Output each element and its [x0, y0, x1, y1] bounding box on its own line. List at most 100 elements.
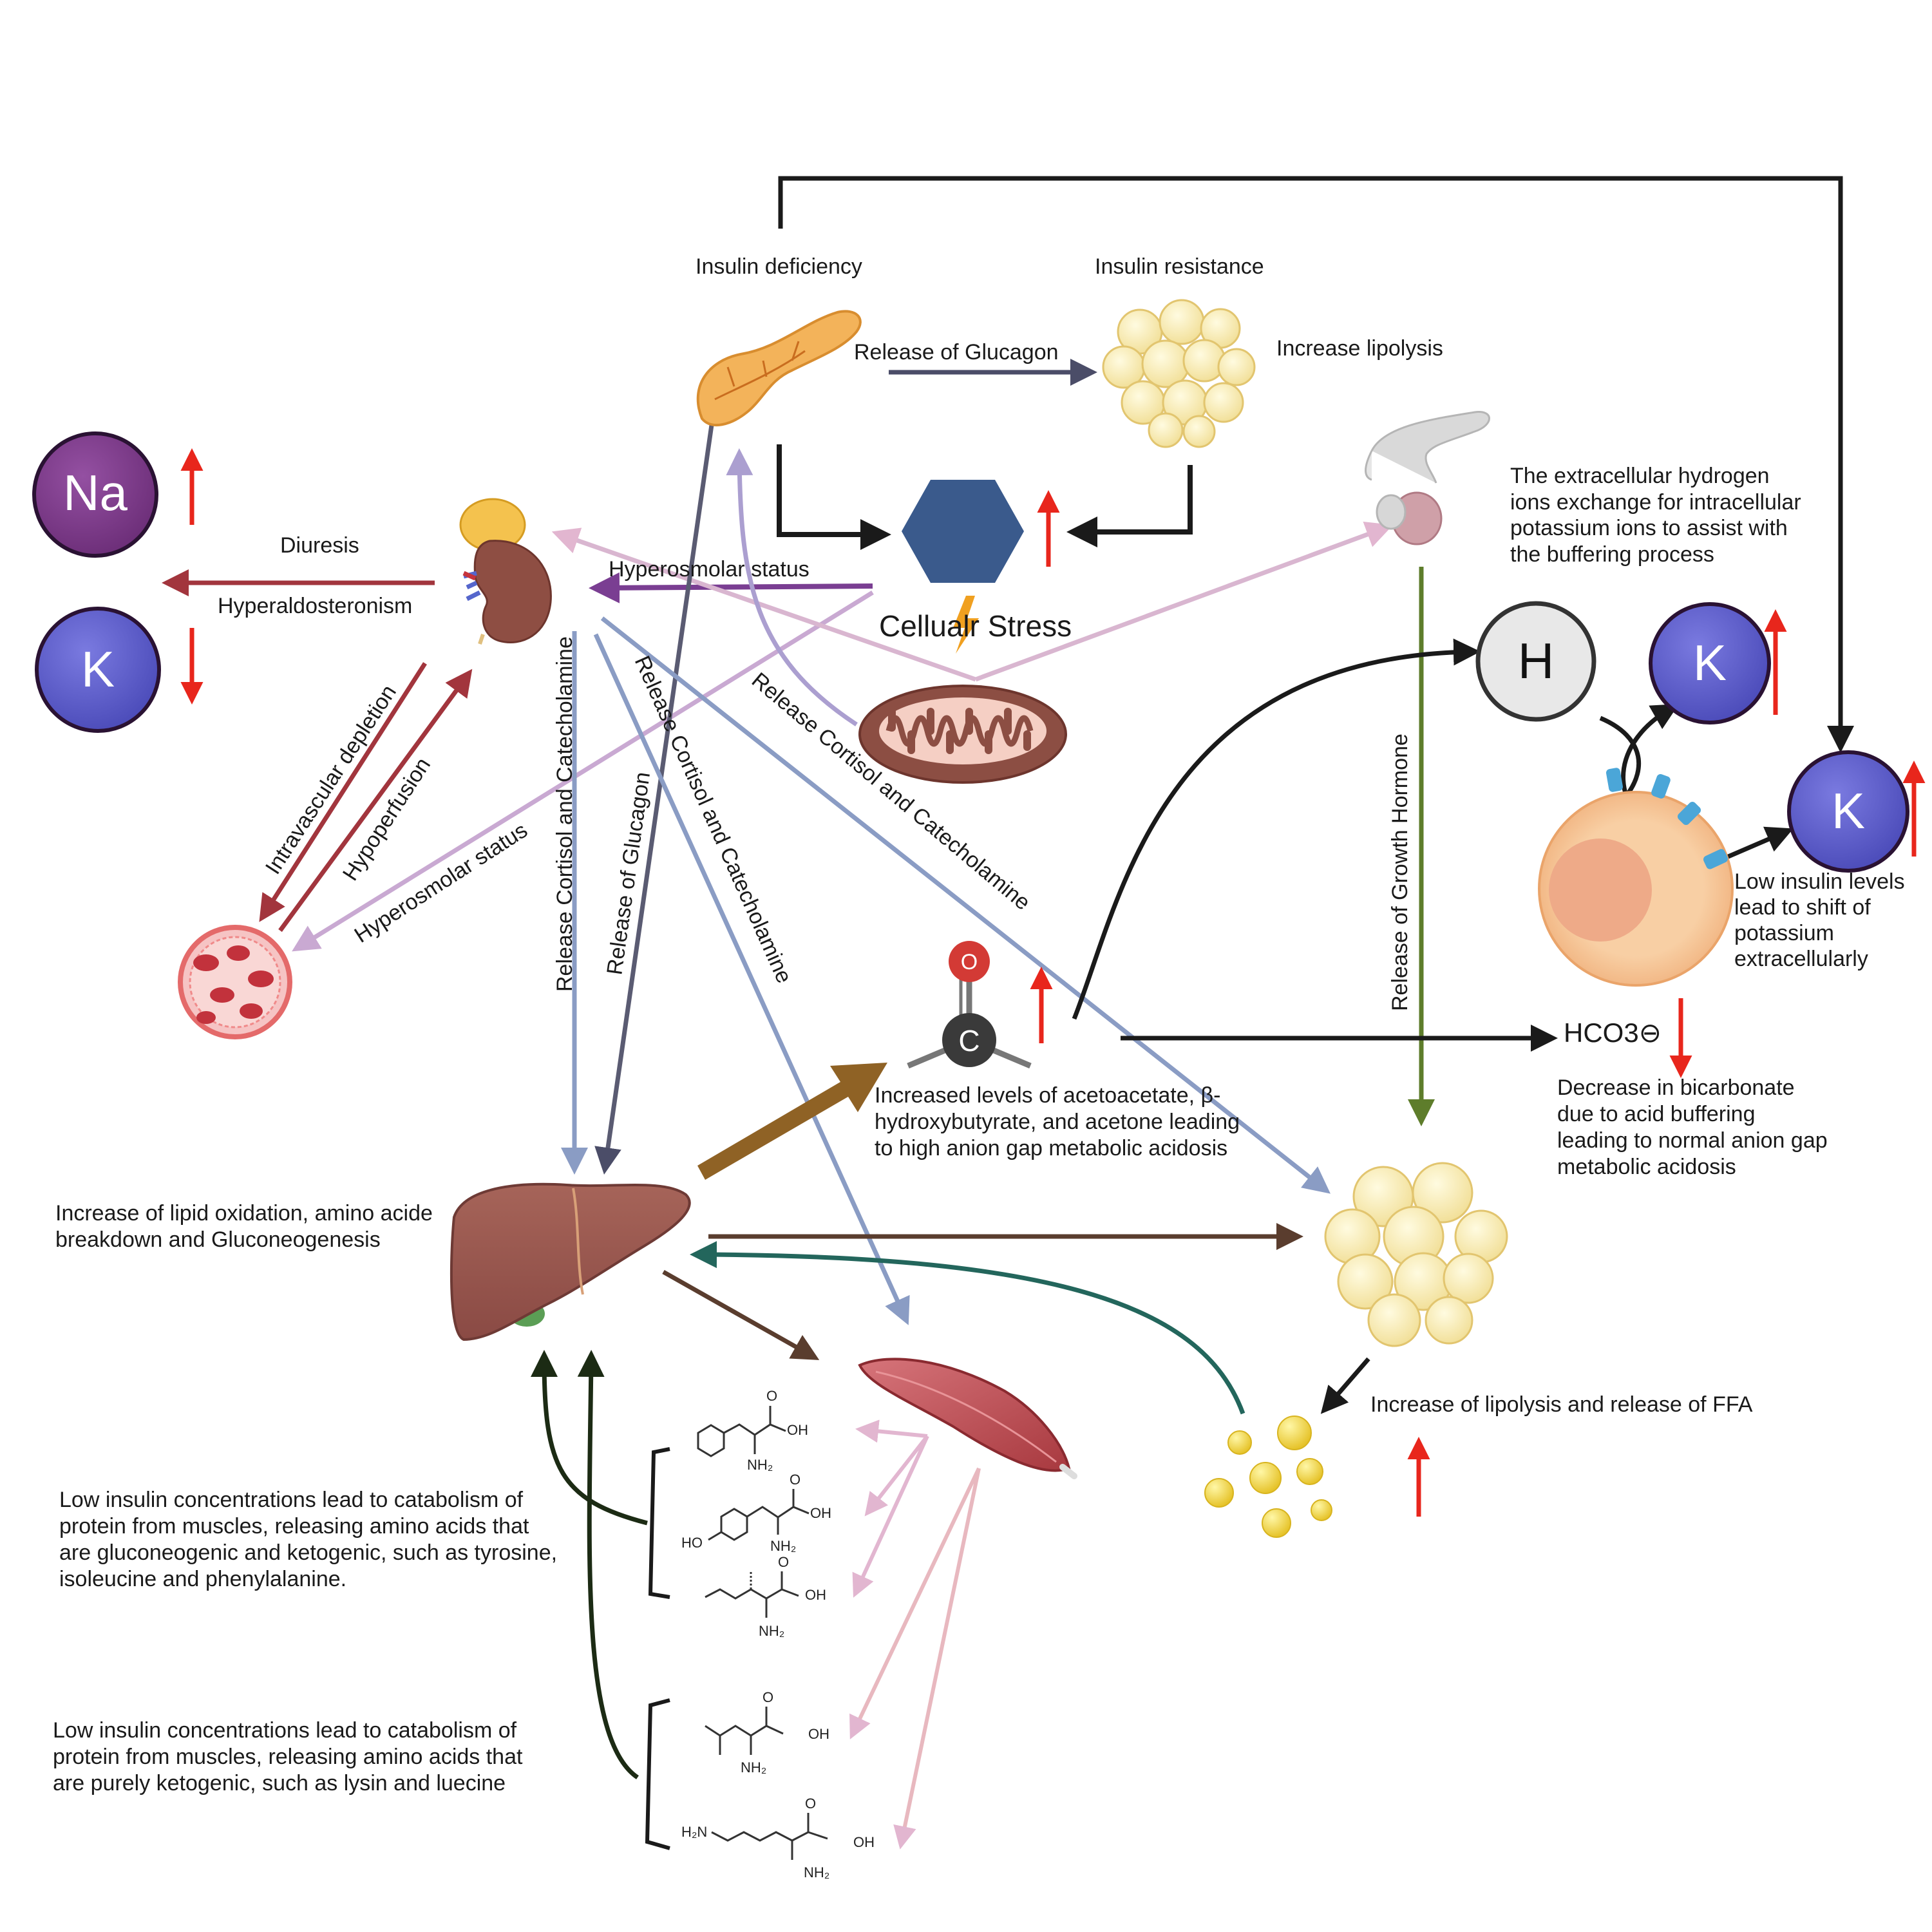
svg-text:Low insulin concentrations lea: Low insulin concentrations lead to catab…	[53, 1718, 517, 1743]
oxygen-atom-label: O	[961, 950, 978, 974]
label-cellular-stress: Cellualr Stress	[879, 609, 1072, 643]
arrow-mitochondria-to-pancreas	[726, 448, 858, 726]
ion-channel-4	[1703, 849, 1728, 869]
arrow-liver-to-ketones	[697, 1063, 887, 1180]
text-hydrogen-exchange: The extracellular hydrogen ions exchange…	[1510, 464, 1801, 567]
adipocyte-cluster-top-icon	[1102, 299, 1256, 448]
potassium-ion-circle-left	[35, 607, 161, 733]
potassium-ion-circle-right	[1787, 750, 1909, 873]
ion-channel-2	[1651, 774, 1671, 799]
arrow-pancreas-to-stress	[777, 444, 891, 550]
arrow-insulin-to-k-extracellular	[778, 176, 1854, 753]
svg-text:Low insulin levels: Low insulin levels	[1734, 869, 1905, 894]
svg-text:protein from muscles, releasin: protein from muscles, releasing amino ac…	[59, 1514, 529, 1539]
potassium-ion-circle-top	[1649, 602, 1771, 724]
label-diuresis: Diuresis	[280, 533, 359, 558]
mitochondria-icon	[858, 685, 1067, 784]
label-insulin-deficiency: Insulin deficiency	[696, 254, 862, 279]
ketone-molecule-icon	[907, 941, 1032, 1069]
lightning-icon	[953, 596, 979, 654]
svg-text:ions exchange for intracellula: ions exchange for intracellular	[1510, 490, 1801, 515]
arrow-ffa-to-liver	[690, 1241, 1245, 1415]
sodium-ion-circle	[32, 431, 158, 558]
phenylalanine-nh2: NH₂	[747, 1457, 773, 1473]
text-low-insulin-shift: Low insulin levels lead to shift of pota…	[1734, 869, 1905, 971]
phenylalanine-o: O	[766, 1388, 777, 1404]
ion-channel-3	[1677, 801, 1701, 826]
isoleucine-structure	[705, 1571, 799, 1618]
cell-icon	[1538, 768, 1734, 987]
bracket-aa-group1	[648, 1447, 670, 1599]
carbon-atom	[942, 1013, 996, 1067]
pancreas-icon	[696, 310, 862, 427]
label-hco3: HCO3⊖	[1564, 1018, 1662, 1048]
leucine-nh2: NH₂	[741, 1759, 766, 1776]
svg-text:extracellularly: extracellularly	[1734, 947, 1868, 971]
lysine-oh: OH	[853, 1834, 875, 1850]
phenylalanine-structure	[697, 1406, 786, 1457]
arrow-kidney-to-blood	[259, 662, 427, 922]
arrow-blood-to-kidney	[278, 668, 473, 933]
label-release-of-glucagon: Release of Glucagon	[854, 340, 1059, 365]
tyrosine-o: O	[790, 1472, 800, 1488]
leucine-o: O	[762, 1689, 773, 1705]
pituitary-gland-icon	[1365, 411, 1490, 545]
lysine-h2n: H₂N	[681, 1824, 707, 1840]
arrow-muscle-to-aa-4	[849, 1467, 981, 1739]
label-release-growth-hormone: Release of Growth Hormone	[1388, 734, 1412, 1011]
tyrosine-nh2: NH₂	[770, 1538, 796, 1554]
bracket-aa-group2	[645, 1698, 670, 1850]
leucine-structure	[705, 1707, 784, 1755]
arrow-muscle-to-aa-5	[893, 1468, 981, 1850]
lysine-o: O	[805, 1795, 816, 1812]
arrow-liver-to-muscle	[662, 1269, 820, 1360]
leucine-oh: OH	[808, 1726, 829, 1742]
isoleucine-oh: OH	[805, 1587, 826, 1603]
liver-icon	[450, 1182, 691, 1341]
hydrogen-ion-circle	[1475, 601, 1596, 722]
arrow-stress-to-kidney	[589, 572, 873, 603]
arrow-muscle-to-aa-2	[864, 1435, 929, 1517]
label-insulin-resistance: Insulin resistance	[1095, 254, 1264, 279]
svg-text:Low insulin concentrations lea: Low insulin concentrations lead to catab…	[59, 1488, 524, 1512]
svg-text:protein from muscles, releasin: protein from muscles, releasing amino ac…	[53, 1745, 523, 1769]
isoleucine-nh2: NH₂	[759, 1623, 784, 1639]
arrow-aa-group2-to-liver	[577, 1350, 639, 1779]
arrow-aa-group1-to-liver	[531, 1350, 648, 1526]
svg-text:are gluconeogenic and ketogeni: are gluconeogenic and ketogenic, such as…	[59, 1540, 557, 1565]
text-ketone-acidosis: Increased levels of acetoacetate, β- hyd…	[875, 1083, 1240, 1160]
oxygen-atom	[949, 941, 990, 982]
svg-text:the buffering process: the buffering process	[1510, 542, 1714, 567]
free-fatty-acid-droplets-icon	[1204, 1416, 1332, 1538]
text-catabolism-gluconeogenic: Low insulin concentrations lead to catab…	[59, 1488, 557, 1591]
label-hyperaldosteronism: Hyperaldosteronism	[218, 594, 412, 618]
svg-text:breakdown and Gluconeogenesis: breakdown and Gluconeogenesis	[55, 1227, 381, 1252]
kidney-icon	[459, 498, 552, 645]
svg-text:lead to shift of: lead to shift of	[1734, 895, 1871, 920]
svg-text:isoleucine and phenylalanine.: isoleucine and phenylalanine.	[59, 1567, 346, 1591]
svg-text:to high anion gap metabolic ac: to high anion gap metabolic acidosis	[875, 1136, 1227, 1160]
arrow-adipocyte-to-stress	[1066, 465, 1193, 547]
phenylalanine-oh: OH	[787, 1422, 808, 1438]
potassium-ion-label-right: K	[1832, 782, 1865, 839]
cellular-stress-hexagon	[902, 480, 1024, 654]
arrow-kidney-to-adipose-cortisol	[600, 616, 1331, 1194]
arrow-stress-v-to-pituitary	[974, 522, 1394, 682]
svg-text:due to acid buffering: due to acid buffering	[1557, 1102, 1756, 1126]
svg-text:potassium: potassium	[1734, 921, 1834, 945]
svg-text:Increase of lipid oxidation, a: Increase of lipid oxidation, amino acide	[55, 1201, 433, 1226]
text-liver-processes: Increase of lipid oxidation, amino acide…	[55, 1201, 433, 1252]
tyrosine-structure	[708, 1489, 810, 1541]
arrow-pancreas-to-liver	[594, 424, 714, 1175]
label-increase-lipolysis: Increase lipolysis	[1276, 336, 1443, 361]
arrow-kidney-to-muscle-cortisol	[593, 633, 910, 1325]
svg-text:The extracellular hydrogen: The extracellular hydrogen	[1510, 464, 1770, 488]
svg-text:Decrease in bicarbonate: Decrease in bicarbonate	[1557, 1075, 1795, 1100]
label-lipolysis-ffa: Increase of lipolysis and release of FFA	[1370, 1392, 1753, 1417]
isoleucine-o: O	[778, 1554, 789, 1570]
arrow-stress-v-to-kidney	[551, 527, 977, 682]
arrow-muscle-to-aa-1	[855, 1419, 928, 1443]
svg-text:Increased levels of acetoaceta: Increased levels of acetoacetate, β-	[875, 1083, 1220, 1108]
text-bicarbonate-decrease: Decrease in bicarbonate due to acid buff…	[1557, 1075, 1828, 1179]
